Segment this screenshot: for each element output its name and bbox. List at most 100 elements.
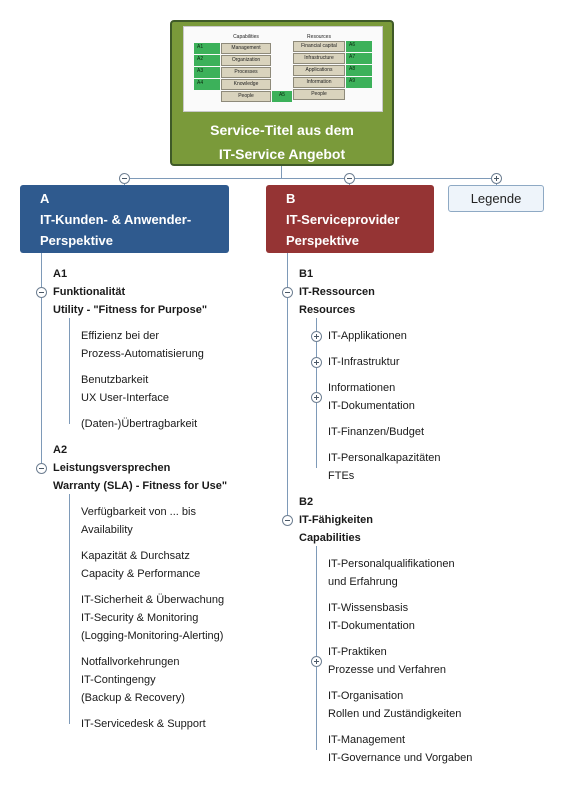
section-a1[interactable]: A1 Funktionalität Utility - "Fitness for… xyxy=(53,265,207,319)
thumb-cap-label: Organization xyxy=(221,55,271,66)
list-item-line: IT-Governance und Vorgaben xyxy=(328,752,473,764)
section-b2[interactable]: B2 IT-Fähigkeiten Capabilities xyxy=(299,493,373,547)
list-item-line: Kapazität & Durchsatz xyxy=(81,550,190,562)
thumb-res-code: A9 xyxy=(346,77,372,88)
thumb-res-code: A8 xyxy=(346,65,372,76)
list-item-line: IT-Sicherheit & Überwachung xyxy=(81,594,225,606)
thumb-people-left: People xyxy=(221,91,271,102)
expand-toggle-icon[interactable] xyxy=(311,331,322,342)
connector xyxy=(69,494,70,724)
list-item[interactable]: IT-Personalqualifikationen und Erfahrung xyxy=(328,555,455,591)
connector xyxy=(316,546,317,750)
branch-b-line: Perspektive xyxy=(286,233,359,248)
section-a1-line: Utility - "Fitness for Purpose" xyxy=(53,304,208,316)
collapse-toggle-icon[interactable] xyxy=(36,463,47,474)
list-item-line: Benutzbarkeit xyxy=(81,374,149,386)
section-b1-line: Resources xyxy=(299,304,356,316)
list-item[interactable]: IT-Servicedesk & Support xyxy=(81,715,206,733)
list-item[interactable]: Notfallvorkehrungen IT-Contingengy (Back… xyxy=(81,653,185,707)
list-item-line: Prozesse und Verfahren xyxy=(328,664,447,676)
list-item-line: (Logging-Monitoring-Alerting) xyxy=(81,630,224,642)
collapse-toggle-icon[interactable] xyxy=(344,173,355,184)
collapse-toggle-icon[interactable] xyxy=(119,173,130,184)
list-item-line: FTEs xyxy=(328,470,355,482)
list-item[interactable]: (Daten-)Übertragbarkeit xyxy=(81,415,197,433)
thumb-cap-code: A4 xyxy=(194,79,220,90)
list-item[interactable]: IT-Management IT-Governance und Vorgaben xyxy=(328,731,472,767)
section-b2-line: Capabilities xyxy=(299,532,361,544)
list-item[interactable]: IT-Personalkapazitäten FTEs xyxy=(328,449,441,485)
list-item[interactable]: Benutzbarkeit UX User-Interface xyxy=(81,371,169,407)
list-item[interactable]: Informationen IT-Dokumentation xyxy=(328,379,415,415)
branch-a-topic[interactable]: A IT-Kunden- & Anwender- Perspektive xyxy=(20,185,229,253)
root-topic[interactable]: Capabilities Resources A1 Management A2 … xyxy=(170,20,394,166)
list-item[interactable]: IT-Organisation Rollen und Zuständigkeit… xyxy=(328,687,461,723)
list-item-line: IT-Personalkapazitäten xyxy=(328,452,441,464)
list-item-line: IT-Contingengy xyxy=(81,674,156,686)
section-b1-line: IT-Ressourcen xyxy=(299,286,375,298)
branch-b-line: IT-Serviceprovider xyxy=(286,212,400,227)
collapse-toggle-icon[interactable] xyxy=(282,287,293,298)
branch-a-line: IT-Kunden- & Anwender- xyxy=(40,212,192,227)
section-b2-line: IT-Fähigkeiten xyxy=(299,514,373,526)
list-item-line: Capacity & Performance xyxy=(81,568,201,580)
legend-topic[interactable]: Legende xyxy=(448,185,544,212)
expand-toggle-icon[interactable] xyxy=(491,173,502,184)
list-item-line: IT-Dokumentation xyxy=(328,400,415,412)
thumb-people-code: A5 xyxy=(272,91,292,102)
list-item-line: Effizienz bei der xyxy=(81,330,160,342)
thumb-people-right: People xyxy=(293,89,345,100)
list-item-line: IT-Security & Monitoring xyxy=(81,612,199,624)
collapse-toggle-icon[interactable] xyxy=(282,515,293,526)
list-item-line: (Daten-)Übertragbarkeit xyxy=(81,418,198,430)
expand-toggle-icon[interactable] xyxy=(311,656,322,667)
list-item-line: IT-Management xyxy=(328,734,406,746)
list-item[interactable]: Effizienz bei der Prozess-Automatisierun… xyxy=(81,327,204,363)
list-item-line: Verfügbarkeit von ... bis xyxy=(81,506,196,518)
connector xyxy=(281,166,282,178)
list-item[interactable]: IT-Finanzen/Budget xyxy=(328,423,424,441)
thumb-res-code: A6 xyxy=(346,41,372,52)
list-item[interactable]: IT-Wissensbasis IT-Dokumentation xyxy=(328,599,415,635)
thumb-cap-code: A1 xyxy=(194,43,220,54)
list-item[interactable]: Kapazität & Durchsatz Capacity & Perform… xyxy=(81,547,200,583)
branch-b-topic[interactable]: B IT-Serviceprovider Perspektive xyxy=(266,185,434,253)
root-title-line: Service-Titel aus dem xyxy=(210,122,354,138)
thumb-cap-label: Knowledge xyxy=(221,79,271,90)
expand-toggle-icon[interactable] xyxy=(311,392,322,403)
branch-a-line: Perspektive xyxy=(40,233,113,248)
list-item[interactable]: Verfügbarkeit von ... bis Availability xyxy=(81,503,196,539)
section-b1[interactable]: B1 IT-Ressourcen Resources xyxy=(299,265,375,319)
thumb-res-header: Resources xyxy=(307,34,331,40)
list-item-line: Availability xyxy=(81,524,133,536)
list-item-line: IT-Praktiken xyxy=(328,646,387,658)
thumb-cap-code: A3 xyxy=(194,67,220,78)
expand-toggle-icon[interactable] xyxy=(311,357,322,368)
thumb-res-label: Information xyxy=(293,77,345,88)
section-b1-line: B1 xyxy=(299,268,314,280)
thumb-res-label: Infrastructure xyxy=(293,53,345,64)
list-item-line: und Erfahrung xyxy=(328,576,398,588)
section-a2[interactable]: A2 Leistungsversprechen Warranty (SLA) -… xyxy=(53,441,227,495)
thumb-cap-label: Processes xyxy=(221,67,271,78)
list-item[interactable]: IT-Praktiken Prozesse und Verfahren xyxy=(328,643,446,679)
list-item[interactable]: IT-Infrastruktur xyxy=(328,353,400,371)
list-item-line: IT-Finanzen/Budget xyxy=(328,426,425,438)
list-item-line: UX User-Interface xyxy=(81,392,170,404)
branch-a-line: A xyxy=(40,191,50,206)
collapse-toggle-icon[interactable] xyxy=(36,287,47,298)
root-title: Service-Titel aus dem IT-Service Angebot xyxy=(172,118,392,166)
list-item-line: IT-Wissensbasis xyxy=(328,602,409,614)
list-item-line: IT-Servicedesk & Support xyxy=(81,718,206,730)
list-item[interactable]: IT-Sicherheit & Überwachung IT-Security … xyxy=(81,591,224,645)
list-item[interactable]: IT-Applikationen xyxy=(328,327,407,345)
list-item-line: IT-Personalqualifikationen xyxy=(328,558,455,570)
connector xyxy=(124,178,497,179)
capabilities-resources-thumbnail: Capabilities Resources A1 Management A2 … xyxy=(183,26,383,112)
list-item-line: Informationen xyxy=(328,382,396,394)
section-a1-line: Funktionalität xyxy=(53,286,126,298)
thumb-cap-label: Management xyxy=(221,43,271,54)
thumb-res-code: A7 xyxy=(346,53,372,64)
list-item-line: (Backup & Recovery) xyxy=(81,692,185,704)
thumb-cap-code: A2 xyxy=(194,55,220,66)
